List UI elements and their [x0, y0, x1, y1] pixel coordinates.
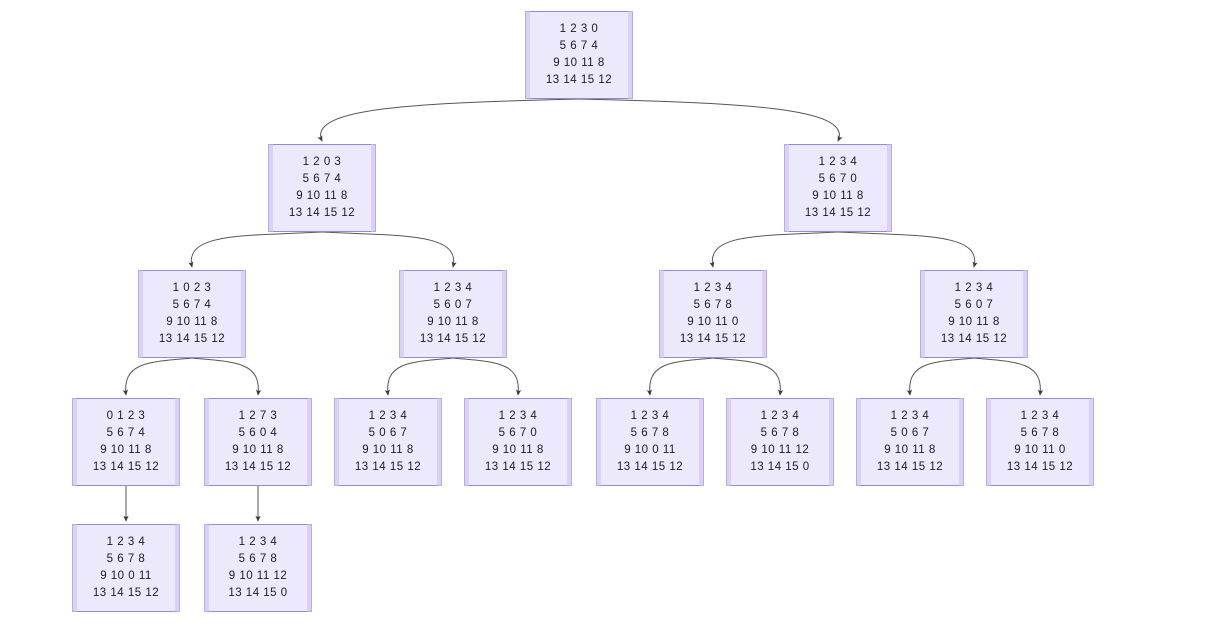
tree-edge	[973, 357, 1044, 396]
node-row: 9 10 11 8	[812, 190, 864, 202]
node-row: 9 10 11 12	[750, 444, 810, 456]
node-row: 9 10 11 0	[687, 316, 739, 328]
node-row: 13 14 15 0	[750, 461, 810, 473]
tree-node[interactable]: 1 2 3 4 5 6 7 8 9 10 0 11 13 14 15 12	[596, 398, 704, 486]
node-row: 5 6 7 8	[760, 427, 800, 439]
node-row: 1 2 3 4	[106, 536, 146, 548]
node-row: 13 14 15 0	[228, 587, 288, 599]
node-row: 9 10 11 12	[228, 570, 288, 582]
node-row: 9 10 11 8	[166, 316, 218, 328]
tree-edge	[906, 357, 975, 396]
node-row: 13 14 15 12	[224, 461, 292, 473]
node-row: 9 10 11 8	[948, 316, 1000, 328]
node-row: 13 14 15 12	[354, 461, 422, 473]
tree-edge	[837, 231, 978, 268]
node-row: 0 1 2 3	[106, 410, 146, 422]
node-row: 9 10 11 8	[296, 190, 348, 202]
node-row: 1 0 2 3	[172, 282, 212, 294]
tree-node[interactable]: 1 0 2 3 5 6 7 4 9 10 11 8 13 14 15 12	[138, 270, 246, 358]
node-row: 1 2 3 4	[890, 410, 930, 422]
node-row: 9 10 11 8	[492, 444, 544, 456]
node-row: 9 10 11 8	[884, 444, 936, 456]
tree-node[interactable]: 1 2 0 3 5 6 7 4 9 10 11 8 13 14 15 12	[268, 144, 376, 232]
node-row: 9 10 11 0	[1014, 444, 1066, 456]
node-row: 5 6 7 4	[559, 40, 599, 52]
node-row: 13 14 15 12	[419, 333, 487, 345]
node-row: 13 14 15 12	[92, 461, 160, 473]
node-row: 5 6 7 8	[238, 553, 278, 565]
node-row: 5 6 7 4	[172, 299, 212, 311]
node-row: 13 14 15 12	[616, 461, 684, 473]
node-row: 9 10 11 8	[427, 316, 479, 328]
node-row: 1 2 3 4	[818, 156, 858, 168]
node-row: 9 10 0 11	[100, 570, 152, 582]
node-row: 1 2 7 3	[238, 410, 278, 422]
tree-node[interactable]: 1 2 3 4 5 6 0 7 9 10 11 8 13 14 15 12	[920, 270, 1028, 358]
tree-edge	[646, 357, 714, 396]
node-row: 5 6 7 8	[1020, 427, 1060, 439]
node-row: 5 6 7 8	[693, 299, 733, 311]
node-row: 1 2 3 4	[630, 410, 670, 422]
tree-node[interactable]: 1 2 3 4 5 0 6 7 9 10 11 8 13 14 15 12	[334, 398, 442, 486]
node-row: 5 6 7 4	[106, 427, 146, 439]
tree-node[interactable]: 1 2 7 3 5 6 0 4 9 10 11 8 13 14 15 12	[204, 398, 312, 486]
tree-edge	[709, 231, 839, 268]
node-row: 13 14 15 12	[804, 207, 872, 219]
node-row: 1 2 3 4	[1020, 410, 1060, 422]
node-row: 1 2 3 4	[433, 282, 473, 294]
tree-node[interactable]: 1 2 3 4 5 6 7 8 9 10 11 12 13 14 15 0	[204, 524, 312, 612]
node-row: 13 14 15 12	[876, 461, 944, 473]
tree-edge	[712, 357, 784, 396]
tree-node[interactable]: 1 2 3 4 5 0 6 7 9 10 11 8 13 14 15 12	[856, 398, 964, 486]
node-row: 5 6 7 8	[630, 427, 670, 439]
tree-node[interactable]: 1 2 3 0 5 6 7 4 9 10 11 8 13 14 15 12	[525, 11, 633, 99]
tree-edge	[578, 98, 843, 142]
tree-node[interactable]: 1 2 3 4 5 6 7 8 9 10 11 0 13 14 15 12	[986, 398, 1094, 486]
node-row: 9 10 11 8	[362, 444, 414, 456]
tree-node[interactable]: 1 2 3 4 5 6 7 0 9 10 11 8 13 14 15 12	[784, 144, 892, 232]
node-row: 13 14 15 12	[92, 587, 160, 599]
node-row: 1 2 3 4	[954, 282, 994, 294]
node-row: 5 6 0 7	[954, 299, 994, 311]
tree-node[interactable]: 1 2 3 4 5 6 7 8 9 10 11 0 13 14 15 12	[659, 270, 767, 358]
tree-edge	[384, 357, 454, 396]
node-row: 9 10 11 8	[100, 444, 152, 456]
node-row: 5 6 0 4	[238, 427, 278, 439]
node-row: 1 2 3 0	[559, 23, 599, 35]
node-row: 13 14 15 12	[158, 333, 226, 345]
node-row: 1 2 3 4	[238, 536, 278, 548]
tree-edge	[191, 357, 262, 396]
node-row: 5 0 6 7	[890, 427, 930, 439]
tree-edge	[317, 98, 580, 142]
tree-node[interactable]: 1 2 3 4 5 6 7 8 9 10 11 12 13 14 15 0	[726, 398, 834, 486]
node-row: 5 0 6 7	[368, 427, 408, 439]
node-row: 13 14 15 12	[940, 333, 1008, 345]
node-row: 5 6 0 7	[433, 299, 473, 311]
tree-edge	[188, 231, 323, 268]
node-row: 1 2 3 4	[368, 410, 408, 422]
node-row: 13 14 15 12	[484, 461, 552, 473]
node-row: 1 2 3 4	[760, 410, 800, 422]
tree-edge	[452, 357, 522, 396]
tree-edge	[321, 231, 457, 268]
node-row: 9 10 0 11	[624, 444, 676, 456]
node-row: 5 6 7 0	[498, 427, 538, 439]
tree-node[interactable]: 1 2 3 4 5 6 7 8 9 10 0 11 13 14 15 12	[72, 524, 180, 612]
node-row: 5 6 7 4	[302, 173, 342, 185]
tree-node[interactable]: 0 1 2 3 5 6 7 4 9 10 11 8 13 14 15 12	[72, 398, 180, 486]
tree-edge	[122, 357, 193, 396]
node-row: 1 2 0 3	[302, 156, 342, 168]
node-row: 1 2 3 4	[498, 410, 538, 422]
tree-node[interactable]: 1 2 3 4 5 6 7 0 9 10 11 8 13 14 15 12	[464, 398, 572, 486]
node-row: 9 10 11 8	[553, 57, 605, 69]
node-row: 13 14 15 12	[1006, 461, 1074, 473]
node-row: 1 2 3 4	[693, 282, 733, 294]
node-row: 5 6 7 8	[106, 553, 146, 565]
node-row: 5 6 7 0	[818, 173, 858, 185]
node-row: 13 14 15 12	[679, 333, 747, 345]
node-row: 13 14 15 12	[545, 74, 613, 86]
node-row: 13 14 15 12	[288, 207, 356, 219]
node-row: 9 10 11 8	[232, 444, 284, 456]
tree-node[interactable]: 1 2 3 4 5 6 0 7 9 10 11 8 13 14 15 12	[399, 270, 507, 358]
